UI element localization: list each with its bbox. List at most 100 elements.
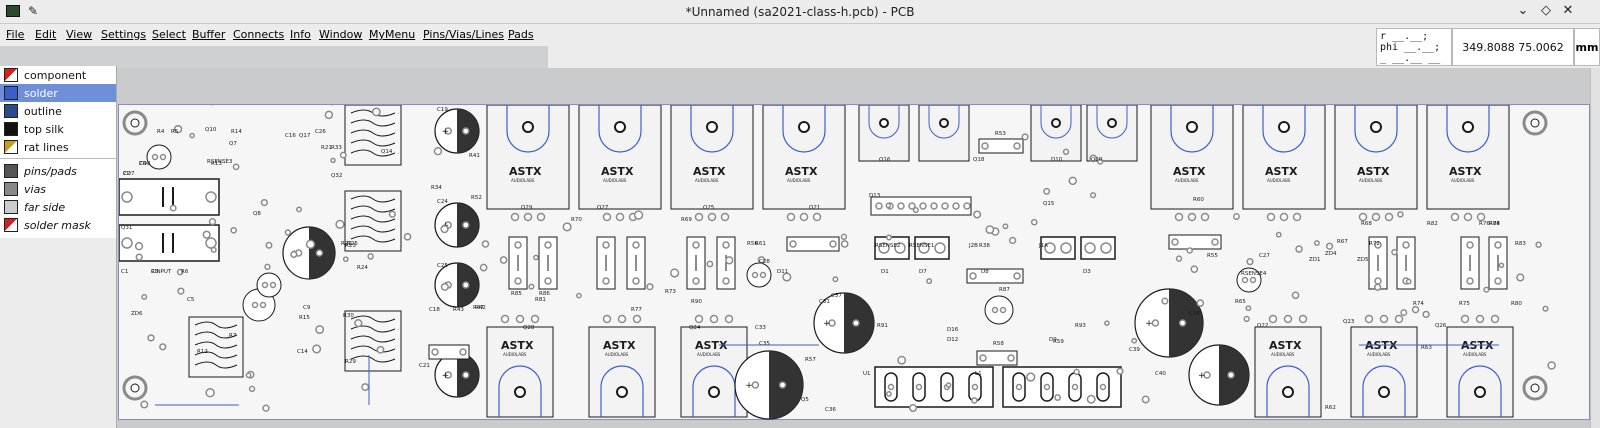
pad bbox=[840, 240, 849, 248]
refdes-label: R41 bbox=[469, 153, 480, 159]
pad bbox=[176, 268, 184, 276]
layer-solder-mask[interactable]: solder mask bbox=[0, 216, 116, 234]
pad bbox=[376, 345, 385, 354]
module-sub: AUDIOLABS bbox=[1463, 352, 1487, 357]
pad bbox=[789, 240, 797, 248]
pad bbox=[1211, 238, 1219, 246]
menu-file[interactable]: File bbox=[6, 28, 25, 41]
screw-hole bbox=[1462, 121, 1474, 133]
layer-top-silk[interactable]: top silk bbox=[0, 120, 116, 138]
menu-pins-vias-lines[interactable]: Pins/Vias/Lines bbox=[423, 28, 505, 41]
pad bbox=[887, 383, 895, 391]
close-icon[interactable]: ✕ bbox=[1562, 3, 1574, 18]
vertical-scrollbar[interactable] bbox=[1590, 68, 1600, 428]
layer-color-swatch[interactable] bbox=[4, 164, 18, 178]
pad bbox=[632, 241, 640, 249]
module-brand: ASTX bbox=[695, 339, 728, 352]
module-sub: AUDIOLABS bbox=[697, 352, 721, 357]
layer-vias[interactable]: vias bbox=[0, 180, 116, 198]
layer-color-swatch[interactable] bbox=[4, 200, 18, 214]
layer-rat-lines[interactable]: rat lines bbox=[0, 138, 116, 156]
menu-select[interactable]: Select bbox=[152, 28, 186, 41]
pad bbox=[979, 354, 987, 362]
pad bbox=[462, 127, 470, 135]
refdes-label: Q8 bbox=[253, 211, 261, 217]
menu-view[interactable]: View bbox=[66, 28, 93, 41]
pad bbox=[707, 212, 717, 222]
minimize-icon[interactable]: ⌄ bbox=[1517, 3, 1529, 18]
pin-icon[interactable]: ✎ bbox=[28, 4, 39, 18]
layer-color-swatch[interactable] bbox=[4, 104, 18, 118]
layer-color-swatch[interactable] bbox=[4, 122, 18, 136]
layer-far-side[interactable]: far side bbox=[0, 198, 116, 216]
menu-pads[interactable]: Pads bbox=[508, 28, 534, 41]
to220-device bbox=[918, 104, 970, 162]
pad bbox=[151, 153, 159, 161]
tab-outline bbox=[1096, 105, 1128, 139]
mounting-hole bbox=[122, 110, 148, 136]
coil-winding bbox=[350, 139, 396, 147]
pad bbox=[1466, 277, 1474, 285]
units-button[interactable]: mm bbox=[1574, 28, 1600, 66]
coil-winding bbox=[350, 195, 396, 203]
screw-hole bbox=[1278, 121, 1290, 133]
layer-outline[interactable]: outline bbox=[0, 102, 116, 120]
pad bbox=[1422, 310, 1430, 319]
pcb-drawing[interactable]: ASTXAUDIOLABSASTXAUDIOLABSASTXAUDIOLABSA… bbox=[118, 101, 1591, 421]
refdes-label: Q26 bbox=[1435, 323, 1447, 329]
pad bbox=[1131, 337, 1138, 344]
polarity-mark: + bbox=[823, 319, 831, 329]
layer-pins-pads[interactable]: pins/pads bbox=[0, 162, 116, 180]
module-brand: ASTX bbox=[1269, 339, 1302, 352]
to220-device bbox=[1030, 104, 1082, 162]
refdes-label: C2 bbox=[123, 171, 130, 177]
pad bbox=[1086, 394, 1096, 404]
pad bbox=[1291, 291, 1300, 300]
pad bbox=[751, 271, 759, 279]
power-module-bottom bbox=[1446, 326, 1514, 418]
layer-color-swatch[interactable] bbox=[4, 86, 18, 100]
pad bbox=[1535, 241, 1542, 248]
refdes-label: R72 bbox=[1369, 241, 1380, 247]
pad bbox=[433, 147, 443, 156]
menu-info[interactable]: Info bbox=[290, 28, 311, 41]
refdes-label: R55 bbox=[1207, 253, 1218, 259]
pad bbox=[751, 381, 760, 389]
menu-connects[interactable]: Connects bbox=[233, 28, 285, 41]
refdes-label: C1 bbox=[121, 269, 128, 275]
pad bbox=[290, 250, 298, 258]
polar-readout: r __.__; phi __.__; _ __.__ __ bbox=[1376, 28, 1452, 66]
menu-window[interactable]: Window bbox=[319, 28, 363, 41]
layer-color-swatch[interactable] bbox=[4, 218, 18, 232]
layer-solder[interactable]: solder bbox=[0, 84, 116, 102]
refdes-label: R80 bbox=[1511, 301, 1522, 307]
menu-mymenu[interactable]: MyMenu bbox=[369, 28, 416, 41]
menu-edit[interactable]: Edit bbox=[35, 28, 57, 41]
pad bbox=[969, 272, 977, 280]
layer-component[interactable]: component bbox=[0, 66, 116, 84]
layer-color-swatch[interactable] bbox=[4, 140, 18, 154]
pad bbox=[1232, 213, 1240, 220]
refdes-label: Q11 bbox=[329, 105, 340, 107]
pad bbox=[1373, 283, 1382, 291]
refdes-label: ZD4 bbox=[1325, 251, 1337, 257]
screw-hole bbox=[1370, 121, 1382, 133]
layer-color-swatch[interactable] bbox=[4, 68, 18, 82]
layer-panel-background bbox=[0, 238, 117, 428]
menu-settings[interactable]: Settings bbox=[101, 28, 147, 41]
layer-color-swatch[interactable] bbox=[4, 182, 18, 196]
pad bbox=[528, 283, 535, 290]
pad bbox=[500, 314, 510, 324]
heatsink-outline bbox=[692, 365, 736, 417]
module-sub: AUDIOLABS bbox=[1271, 352, 1295, 357]
pad bbox=[134, 241, 144, 251]
coil-winding bbox=[350, 345, 396, 353]
mounting-hole bbox=[1522, 110, 1548, 136]
pad bbox=[799, 212, 809, 222]
refdes-label: R65 bbox=[1235, 299, 1246, 305]
menu-buffer[interactable]: Buffer bbox=[192, 28, 226, 41]
pad bbox=[709, 314, 719, 324]
maximize-icon[interactable]: ◇ bbox=[1541, 3, 1551, 18]
screw-hole bbox=[522, 121, 534, 133]
